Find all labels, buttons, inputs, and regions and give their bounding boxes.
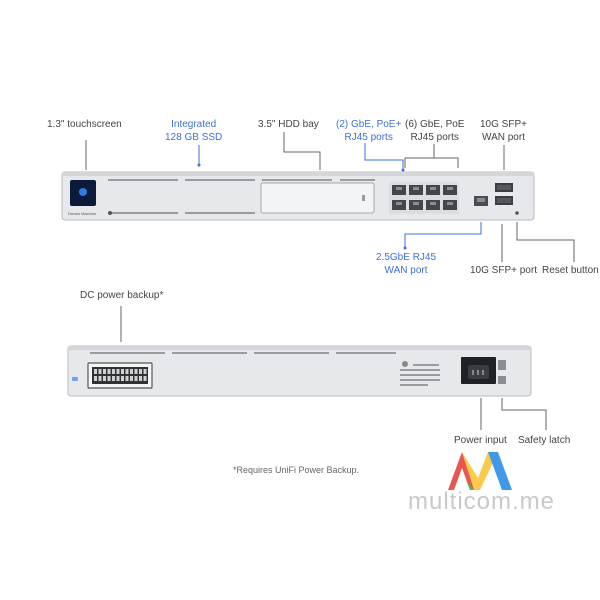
label-safety-latch: Safety latch <box>518 435 571 446</box>
dc-pin <box>116 376 120 381</box>
dc-pin <box>130 369 133 374</box>
ubiquiti-logo-icon <box>108 211 112 215</box>
rj45-port-block <box>389 182 459 214</box>
dc-pin <box>94 369 97 374</box>
rj45-port[interactable] <box>426 200 440 210</box>
dc-pin <box>143 369 147 374</box>
dc-pin <box>103 369 106 374</box>
back-leader-lines <box>120 306 547 430</box>
dc-pin <box>130 376 133 381</box>
hdd-bay[interactable] <box>260 182 375 214</box>
rj45-port[interactable] <box>392 200 406 210</box>
reset-button[interactable] <box>515 211 519 215</box>
dc-pin <box>112 369 115 374</box>
back-led-icon <box>72 377 78 381</box>
label-integrated-ssd: Integrated 128 GB SSD <box>165 119 223 143</box>
watermark-logo-icon <box>448 452 512 490</box>
dc-pin <box>125 376 129 381</box>
dc-pin <box>107 376 111 381</box>
dc-pin <box>98 376 102 381</box>
touchscreen[interactable] <box>70 180 96 206</box>
rj45-port[interactable] <box>443 185 457 195</box>
label-2-5g-wan-port: 2.5GbE RJ45 WAN port <box>376 252 437 276</box>
rj45-port[interactable] <box>409 200 423 210</box>
label-power-input: Power input <box>454 435 507 446</box>
dc-pin <box>94 376 97 381</box>
rj45-port[interactable] <box>392 185 406 195</box>
dc-pin <box>139 376 142 381</box>
power-input[interactable] <box>461 357 496 384</box>
front-leader-lines <box>85 132 575 262</box>
dc-pin <box>103 376 106 381</box>
dc-pin <box>134 376 138 381</box>
back-chassis <box>67 345 532 397</box>
dc-pin <box>134 369 138 374</box>
dc-pin <box>98 369 102 374</box>
dc-pin <box>116 369 120 374</box>
label-hdd-bay: 3.5" HDD bay <box>258 119 319 130</box>
rj45-port[interactable] <box>409 185 423 195</box>
label-gbe-ports: (6) GbE, PoE RJ45 ports <box>405 119 465 143</box>
label-reset-button: Reset button <box>542 265 599 276</box>
dc-power-connector[interactable] <box>87 362 153 389</box>
safety-latch[interactable] <box>498 360 506 384</box>
leader-dots <box>197 163 407 250</box>
regulatory-label <box>400 364 440 386</box>
dc-pin <box>139 369 142 374</box>
label-touchscreen: 1.3" touchscreen <box>47 119 122 130</box>
dc-pin <box>107 369 111 374</box>
watermark-text: multicom.me <box>408 488 556 515</box>
dc-pin <box>112 376 115 381</box>
sfp-wan-port[interactable] <box>495 183 513 192</box>
dc-pin <box>125 369 129 374</box>
label-poe-ports: (2) GbE, PoE+ RJ45 ports <box>336 119 402 143</box>
footnote: *Requires UniFi Power Backup. <box>233 465 360 475</box>
wan-2-5g-port[interactable] <box>474 196 488 206</box>
sfp-port[interactable] <box>495 196 513 205</box>
label-dc-power-backup: DC power backup* <box>80 290 164 301</box>
front-model-text: Dream Machine <box>68 211 97 216</box>
label-sfp-wan-port: 10G SFP+ WAN port <box>480 119 527 143</box>
dc-pin <box>121 376 124 381</box>
rj45-port[interactable] <box>443 200 457 210</box>
ubiquiti-logo-back-icon <box>402 361 408 367</box>
rj45-port[interactable] <box>426 185 440 195</box>
dc-pin <box>121 369 124 374</box>
dc-pin <box>143 376 147 381</box>
label-sfp-port: 10G SFP+ port <box>470 265 537 276</box>
